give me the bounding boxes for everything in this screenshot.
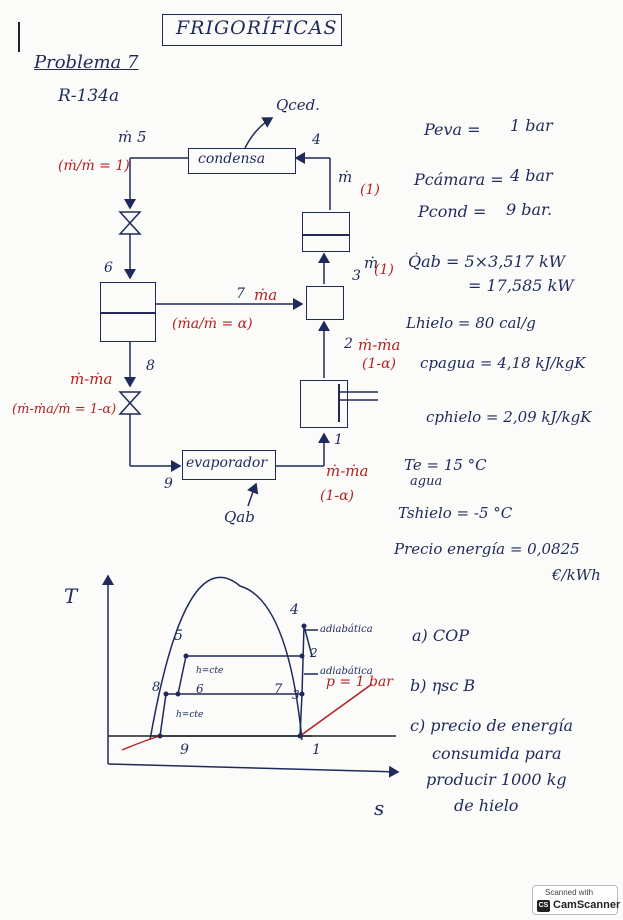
flow-m-5: ṁ 5 [118, 128, 147, 146]
flow-m-ma-2: ṁ-ṁa [358, 336, 401, 354]
peva-value: 1 bar [510, 116, 553, 135]
precio-energia: Precio energía = 0,0825 [394, 540, 580, 558]
ratio-8: (ṁ-ṁa/ṁ = 1-α) [12, 402, 117, 417]
te-agua-sub: agua [410, 474, 443, 489]
precio-unit: €/kWh [552, 566, 601, 584]
qced-label: Qced. [276, 96, 320, 114]
ts-point-1: 1 [312, 742, 321, 758]
state-3: 3 [352, 268, 361, 284]
margin-mark [18, 22, 20, 52]
ts-point-3: 3 [292, 688, 300, 702]
compressor-low-box [300, 380, 348, 428]
question-c-line3: producir 1000 kg [426, 770, 567, 789]
qab-label: Qab [224, 508, 255, 526]
ts-point-5: 5 [174, 628, 183, 644]
evaporator-label: evaporador [186, 455, 268, 471]
l-hielo: Lhielo = 80 cal/g [406, 314, 536, 332]
flow-m-ma-1: ṁ-ṁa [326, 462, 369, 480]
compressor-low-piston [338, 384, 340, 422]
question-c-line1: c) precio de energía [410, 716, 574, 735]
question-b: b) ηsc B [410, 676, 476, 695]
ts-pressure-line-label: p = 1 bar [326, 674, 393, 690]
flow-m-4: ṁ [338, 168, 353, 186]
ts-point-2: 2 [310, 646, 318, 660]
state-4: 4 [312, 132, 321, 148]
pcamara-label: Pcámara = [414, 170, 504, 189]
ts-hielo: Tshielo = -5 °C [398, 504, 513, 522]
camscanner-logo-icon: CS [537, 900, 550, 912]
one-3: (1) [374, 262, 394, 278]
ratio-top: (ṁ/ṁ = 1) [58, 158, 130, 174]
evaporator-box [182, 450, 276, 480]
title-box [162, 14, 342, 46]
page-title: FRIGORÍFICAS [176, 17, 338, 39]
pcond-value: 9 bar. [506, 200, 553, 219]
flow-m-ma-8: ṁ-ṁa [70, 370, 113, 388]
peva-label: Peva = [424, 120, 481, 139]
condenser-box [188, 148, 296, 174]
cp-hielo: cphielo = 2,09 kJ/kgK [426, 408, 592, 426]
pcamara-value: 4 bar [510, 166, 553, 185]
state-9: 9 [164, 476, 173, 492]
mixer-box [306, 286, 344, 320]
scanner-line1: Scanned with [545, 888, 594, 897]
ts-point-7: 7 [274, 682, 283, 697]
ts-point-9: 9 [180, 742, 189, 758]
state-1: 1 [334, 432, 343, 448]
question-a: a) COP [412, 626, 469, 645]
ts-point-8: 8 [152, 680, 161, 695]
state-6: 6 [104, 260, 113, 276]
problem-label: Problema 7 [34, 52, 139, 73]
flow-ma-7: ṁa [254, 286, 278, 304]
refrigerant-label: R-134a [58, 86, 120, 106]
state-2: 2 [344, 336, 353, 352]
state-7: 7 [236, 286, 245, 302]
ts-point-4: 4 [290, 602, 299, 618]
state-8: 8 [146, 358, 155, 374]
te-agua: Te = 15 °C [404, 456, 487, 474]
ts-hcte-1: h=cte [196, 666, 224, 676]
ts-axis-t: T [64, 584, 78, 608]
question-c-line2: consumida para [432, 744, 562, 763]
scanner-badge: Scanned with CS CamScanner [532, 885, 621, 915]
one-minus-alpha-2: (1-α) [362, 356, 397, 372]
one-minus-alpha-1: (1-α) [320, 488, 355, 504]
ts-adiabatica-2: adiabática [320, 666, 373, 677]
flow-m-3: ṁ [364, 254, 379, 272]
condenser-label: condensa [198, 151, 266, 167]
flash-tank-divider [100, 312, 156, 314]
one-4: (1) [360, 182, 380, 198]
qab-result: = 17,585 kW [468, 276, 574, 295]
compressor-high-piston [302, 234, 350, 236]
pcond-label: Pcond = [418, 202, 487, 221]
ts-point-6: 6 [196, 682, 204, 696]
cp-agua: cpagua = 4,18 kJ/kgK [420, 354, 586, 372]
qab-calc: Q̇ab = 5×3,517 kW [408, 252, 566, 271]
scanner-line2: CamScanner [553, 899, 621, 911]
alpha-ratio: (ṁa/ṁ = α) [172, 316, 253, 332]
ts-axis-s: s [374, 796, 385, 820]
ts-hcte-2: h=cte [176, 710, 204, 720]
question-c-line4: de hielo [454, 796, 519, 815]
compressor-high-box [302, 212, 350, 252]
ts-adiabatica-1: adiabática [320, 624, 373, 635]
